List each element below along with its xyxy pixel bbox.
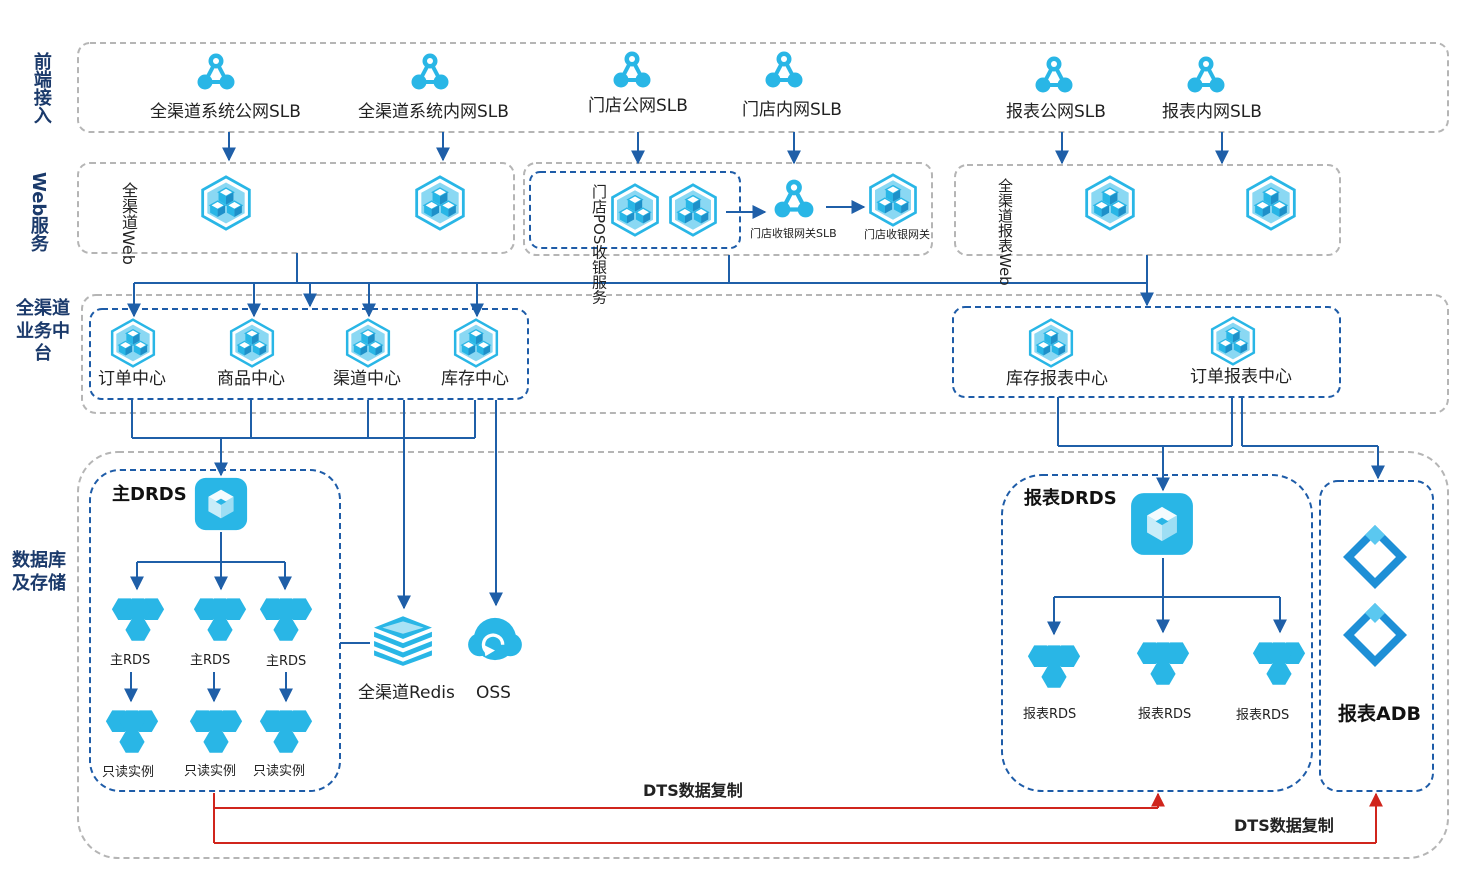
ecs-icon	[229, 318, 275, 368]
storage-label-main-drds: 主DRDS	[112, 484, 187, 505]
ecs-icon	[453, 318, 499, 368]
dts-label-1: DTS数据复制	[643, 781, 743, 800]
rds-icon	[259, 710, 313, 753]
storage-label-oss: OSS	[476, 683, 511, 703]
rds-icon	[193, 598, 247, 641]
slb-label-omni-public: 全渠道系统公网SLB	[150, 102, 301, 122]
center-label-channel: 渠道中心	[333, 369, 401, 389]
center-label-order-report: 订单报表中心	[1190, 367, 1292, 387]
ecs-icon	[1246, 175, 1296, 231]
report-adb-box	[1319, 480, 1434, 792]
web-label-pos-gateway: 门店收银网关	[864, 228, 930, 241]
slb-icon	[775, 180, 814, 218]
storage-label-main-rds-3: 主RDS	[266, 654, 307, 669]
layer-label-middle: 全渠道业务中台	[16, 298, 70, 364]
storage-label-report-rds-2: 报表RDS	[1138, 707, 1192, 722]
storage-layer-box	[77, 451, 1449, 859]
drds-icon	[1131, 493, 1193, 555]
rds-icon	[259, 598, 313, 641]
layer-label-web: Web服务	[27, 172, 49, 253]
pos-service-box	[529, 171, 741, 249]
ecs-icon	[611, 183, 659, 237]
rds-icon	[189, 710, 243, 753]
ecs-icon	[345, 318, 391, 368]
slb-label-omni-internal: 全渠道系统内网SLB	[358, 102, 509, 122]
adb-icon	[1343, 525, 1407, 589]
drds-icon	[194, 477, 248, 531]
center-label-goods: 商品中心	[217, 369, 285, 389]
storage-label-main-rds-1: 主RDS	[110, 653, 151, 668]
connectors	[124, 132, 1385, 703]
ecs-icon	[110, 318, 156, 368]
slb-icon	[1186, 55, 1226, 95]
web-label-pos: 门店POS收银服务	[590, 184, 608, 305]
ecs-icon	[415, 175, 465, 231]
web-label-pos-gateway-slb: 门店收银网关SLB	[750, 227, 837, 240]
business-centers-box	[89, 308, 529, 400]
storage-label-readonly-3: 只读实例	[253, 764, 306, 779]
storage-label-report-rds-3: 报表RDS	[1236, 708, 1290, 723]
middle-layer-box	[81, 294, 1449, 414]
rds-icon	[1027, 645, 1081, 688]
rds-icon	[111, 598, 165, 641]
slb-label-report-public: 报表公网SLB	[1006, 102, 1106, 122]
center-label-inv-report: 库存报表中心	[1006, 369, 1108, 389]
ecs-icon	[1210, 316, 1256, 366]
slb-icon	[196, 52, 236, 92]
slb-icon	[410, 52, 450, 92]
redis-icon	[374, 616, 432, 666]
center-label-inventory: 库存中心	[441, 369, 509, 389]
rds-icon	[105, 710, 159, 753]
frontend-layer-box	[77, 42, 1449, 133]
storage-label-redis: 全渠道Redis	[358, 683, 455, 703]
storage-label-main-rds-2: 主RDS	[190, 653, 231, 668]
slb-label-store-internal: 门店内网SLB	[742, 100, 842, 120]
storage-label-readonly-2: 只读实例	[184, 764, 237, 779]
slb-icon	[764, 50, 804, 90]
rds-icon	[1136, 642, 1190, 685]
report-centers-box	[952, 306, 1341, 398]
ecs-icon	[1028, 318, 1074, 368]
web-label-report: 全渠道报表Web	[996, 178, 1014, 286]
layer-label-frontend: 前端接入	[30, 52, 52, 124]
ecs-icon	[1085, 175, 1135, 231]
layer-label-db: 数据库及存储	[12, 550, 66, 594]
storage-label-report-adb: 报表ADB	[1338, 703, 1421, 725]
slb-label-report-internal: 报表内网SLB	[1162, 102, 1262, 122]
slb-icon	[612, 50, 652, 90]
slb-label-store-public: 门店公网SLB	[588, 96, 688, 116]
adb-icon	[1343, 603, 1407, 667]
report-drds-box	[1001, 474, 1313, 792]
center-label-order: 订单中心	[98, 369, 166, 389]
ecs-icon	[669, 183, 717, 237]
rds-icon	[1252, 642, 1306, 685]
storage-label-report-rds-1: 报表RDS	[1023, 707, 1077, 722]
web-label-omni: 全渠道Web	[119, 182, 138, 265]
ecs-icon	[201, 175, 251, 231]
storage-label-report-drds: 报表DRDS	[1024, 488, 1117, 509]
slb-icon	[1034, 55, 1074, 95]
ecs-icon	[869, 173, 917, 227]
oss-icon	[466, 616, 524, 662]
dts-label-2: DTS数据复制	[1234, 816, 1334, 835]
dts-lines	[213, 792, 1383, 844]
storage-label-readonly-1: 只读实例	[102, 765, 155, 780]
